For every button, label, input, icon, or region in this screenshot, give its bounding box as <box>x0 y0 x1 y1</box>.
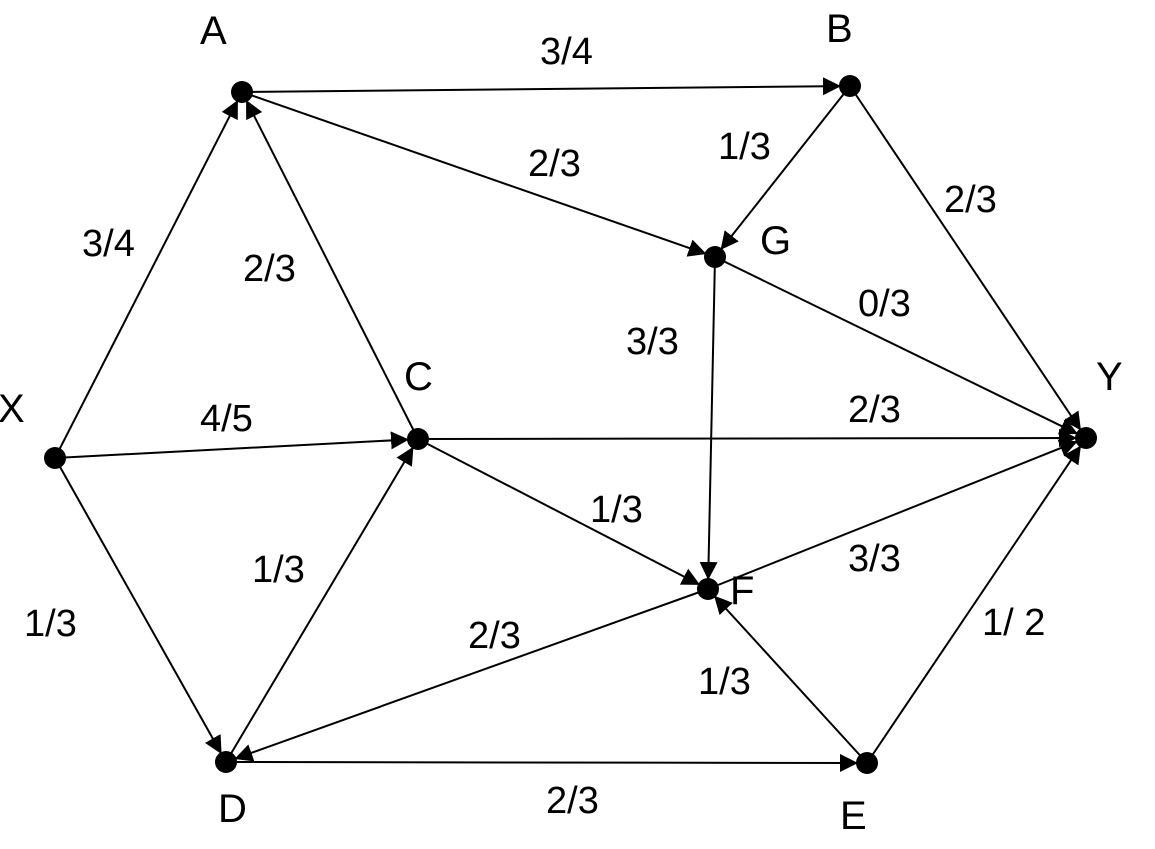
edge-c-y <box>417 429 1078 448</box>
node-label-d: D <box>218 787 247 831</box>
node-c <box>407 428 429 450</box>
node-f <box>697 578 719 600</box>
edge-label-c-y: 2/3 <box>848 389 901 431</box>
edge-a-g <box>241 91 707 257</box>
edge-e-f <box>713 594 868 764</box>
edge-b-g <box>719 85 851 251</box>
node-label-a: A <box>200 9 227 53</box>
node-label-x: X <box>0 387 25 431</box>
edge-label-b-y: 2/3 <box>944 179 997 221</box>
edge-label-a-g: 2/3 <box>528 143 581 185</box>
node-label-e: E <box>840 794 867 838</box>
nodes-layer <box>44 75 1097 774</box>
edge-label-d-c: 1/3 <box>252 549 305 591</box>
edge-label-g-y: 0/3 <box>858 283 911 325</box>
node-x <box>44 447 66 469</box>
edges-layer <box>54 77 1082 772</box>
edge-f-y <box>707 439 1079 590</box>
edge-label-c-a: 2/3 <box>243 248 296 290</box>
edge-x-d <box>54 457 223 755</box>
edge-c-f <box>417 438 701 586</box>
edge-d-c <box>225 446 415 763</box>
edge-label-f-y: 3/3 <box>848 538 901 580</box>
edge-label-b-g: 1/3 <box>718 126 771 168</box>
edge-label-e-f: 1/3 <box>698 661 751 703</box>
edge-f-d <box>234 588 709 762</box>
node-y <box>1075 427 1097 449</box>
node-label-b: B <box>826 7 853 51</box>
labels-layer: X A B G C Y F D E 3/4 2/3 1/3 2/3 3/4 2/3 0/3 3/3 4/5 2/3 1… <box>0 7 1123 838</box>
edge-label-g-f: 3/3 <box>626 321 679 363</box>
edge-label-a-b: 3/4 <box>540 31 593 73</box>
edge-label-e-y: 1/ 2 <box>982 602 1045 644</box>
edge-label-x-a: 3/4 <box>82 223 135 265</box>
node-label-g: G <box>760 219 791 263</box>
node-a <box>231 81 253 103</box>
edge-g-f <box>699 256 718 581</box>
edge-e-y <box>866 444 1082 764</box>
edge-label-x-d: 1/3 <box>24 603 77 645</box>
node-g <box>704 246 726 268</box>
edge-c-a <box>245 99 419 440</box>
edge-x-a <box>54 99 239 459</box>
node-label-f: F <box>730 569 754 613</box>
edge-label-c-f: 1/3 <box>590 489 643 531</box>
edge-label-x-c: 4/5 <box>200 398 253 440</box>
node-d <box>215 751 237 773</box>
edge-label-d-e: 2/3 <box>546 780 599 822</box>
edge-a-b <box>241 77 842 96</box>
edge-b-y <box>849 85 1082 432</box>
node-e <box>856 752 878 774</box>
edge-g-y <box>714 256 1079 435</box>
edge-label-f-d: 2/3 <box>468 615 521 657</box>
node-b <box>839 75 861 97</box>
edge-x-c <box>54 431 410 459</box>
edge-d-e <box>225 753 859 772</box>
node-label-c: C <box>404 355 433 399</box>
node-label-y: Y <box>1096 355 1123 399</box>
